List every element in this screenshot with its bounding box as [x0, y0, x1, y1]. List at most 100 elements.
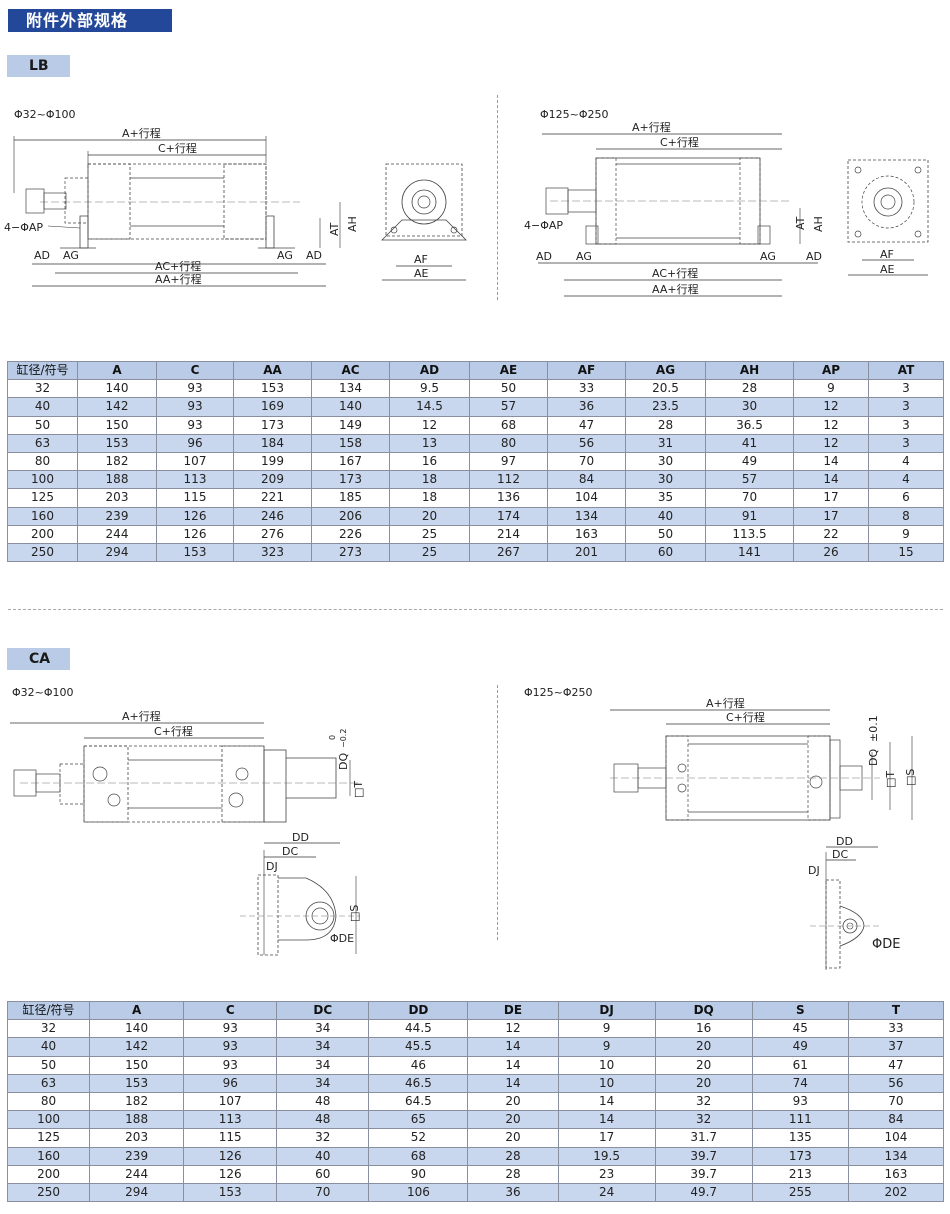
table-cell: 9 [868, 524, 944, 544]
table-cell: 33 [547, 379, 626, 399]
lb-right-c-label: C+行程 [660, 136, 699, 149]
table-cell: 9 [557, 1037, 656, 1057]
table-cell: 239 [77, 506, 157, 526]
table-cell: 93 [156, 379, 234, 399]
table-cell: 126 [183, 1164, 278, 1184]
table-cell: 70 [547, 451, 626, 472]
table-cell: 9 [793, 379, 869, 399]
table-cell: 113 [156, 470, 234, 490]
table-cell: 106 [368, 1182, 469, 1203]
ca-col-header: T [847, 1000, 945, 1021]
table-cell: 12 [389, 415, 470, 435]
table-cell: 126 [156, 524, 234, 544]
table-cell: 84 [547, 470, 626, 490]
table-cell: 20 [467, 1091, 559, 1112]
lb-left-range: Φ32~Φ100 [14, 108, 76, 121]
lb-left-c-label: C+行程 [158, 142, 197, 155]
table-cell: 63 [7, 433, 78, 453]
table-cell: 250 [7, 542, 78, 563]
table-cell: 111 [751, 1110, 849, 1130]
table-cell: 294 [89, 1182, 185, 1203]
table-cell: 140 [77, 379, 157, 399]
table-cell: 163 [547, 524, 626, 544]
lb-right-af-label: AF [880, 248, 894, 261]
table-cell: 40 [625, 506, 706, 526]
table-cell: 140 [311, 397, 390, 417]
table-cell: 20 [654, 1055, 753, 1075]
lb-right-at-label: AT [794, 216, 807, 230]
table-cell: 34 [276, 1019, 370, 1039]
table-cell: 20.5 [625, 379, 706, 399]
table-cell: 48 [276, 1110, 370, 1130]
table-cell: 14 [557, 1091, 656, 1112]
table-cell: 61 [751, 1055, 849, 1075]
table-cell: 173 [311, 470, 390, 490]
table-cell: 23 [557, 1164, 656, 1184]
ca-right-c-label: C+行程 [726, 711, 765, 724]
table-cell: 4 [868, 451, 944, 472]
lb-col-header: AG [625, 360, 706, 381]
lb-left-at-label: AT [328, 222, 341, 236]
ca-left-range: Φ32~Φ100 [12, 686, 74, 699]
table-cell: 126 [156, 506, 234, 526]
table-cell: 115 [183, 1128, 278, 1148]
table-cell: 160 [6, 1146, 91, 1166]
table-cell: 246 [233, 506, 312, 526]
table-cell: 3 [868, 379, 944, 399]
table-cell: 13 [389, 433, 470, 453]
table-cell: 182 [77, 451, 157, 472]
table-cell: 91 [705, 506, 794, 526]
table-cell: 35 [625, 488, 706, 508]
table-cell: 28 [467, 1164, 559, 1184]
ca-left-a-label: A+行程 [122, 710, 161, 723]
table-cell: 112 [469, 470, 548, 490]
table-cell: 14 [467, 1073, 559, 1093]
table-cell: 22 [793, 524, 869, 544]
ca-left-dj-label: DJ [266, 860, 278, 873]
table-cell: 31 [625, 433, 706, 453]
lb-right-aa-label: AA+行程 [652, 283, 699, 296]
table-cell: 14 [793, 451, 869, 472]
lb-left-aa-label: AA+行程 [155, 273, 202, 286]
table-cell: 113 [183, 1110, 278, 1130]
table-cell: 169 [233, 397, 312, 417]
table-cell: 37 [847, 1037, 945, 1057]
ca-right-dj-label: DJ [808, 864, 820, 877]
table-cell: 140 [89, 1019, 185, 1039]
ca-right-t-label: □T [884, 771, 897, 788]
table-cell: 20 [389, 506, 470, 526]
table-cell: 4 [868, 470, 944, 490]
table-cell: 16 [389, 451, 470, 472]
table-cell: 32 [6, 1019, 91, 1039]
table-cell: 57 [705, 470, 794, 490]
table-cell: 188 [77, 470, 157, 490]
table-cell: 25 [389, 542, 470, 563]
table-cell: 90 [368, 1164, 469, 1184]
table-cell: 63 [6, 1073, 91, 1093]
table-cell: 49 [751, 1037, 849, 1057]
lb-right-a-label: A+行程 [632, 121, 671, 134]
table-cell: 150 [89, 1055, 185, 1075]
table-cell: 10 [557, 1073, 656, 1093]
ca-col-header: DE [467, 1000, 559, 1021]
table-cell: 44.5 [368, 1019, 469, 1039]
table-cell: 163 [847, 1164, 945, 1184]
table-cell: 30 [625, 470, 706, 490]
table-cell: 107 [156, 451, 234, 472]
table-cell: 34 [276, 1037, 370, 1057]
lb-right-ad2-label: AD [806, 250, 822, 263]
ca-side-view-large: Φ125~Φ250 A+行程 C+行程 DQ ±0.1 □T □S [520, 680, 930, 825]
table-cell: 188 [89, 1110, 185, 1130]
ca-right-dq-tol: ±0.1 [867, 715, 880, 742]
ca-col-header: A [89, 1000, 185, 1021]
table-cell: 70 [705, 488, 794, 508]
ca-left-dd-label: DD [292, 831, 309, 844]
